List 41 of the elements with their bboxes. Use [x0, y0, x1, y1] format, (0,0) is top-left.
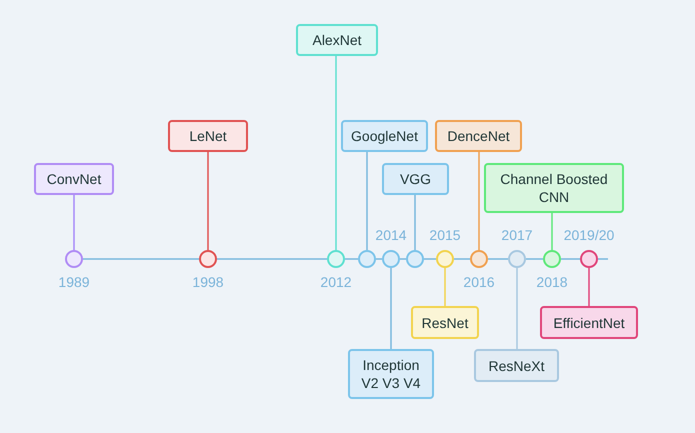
year-label: 1998 — [191, 273, 225, 291]
connector-line — [414, 195, 416, 250]
connector-line — [444, 268, 446, 306]
model-box: ConvNet — [34, 163, 114, 195]
connector-line — [478, 152, 480, 250]
model-box: GoogleNet — [341, 120, 428, 152]
timeline-segment — [83, 258, 199, 260]
model-box: EfficientNet — [540, 306, 638, 339]
timeline-segment — [217, 258, 327, 260]
model-box: DenceNet — [435, 120, 522, 152]
connector-line — [551, 213, 553, 250]
year-label: 2012 — [319, 273, 353, 291]
timeline-segment — [561, 258, 580, 260]
year-label: 2016 — [462, 273, 496, 291]
connector-line — [73, 195, 75, 250]
timeline-segment — [526, 258, 543, 260]
year-label: 2019/20 — [562, 226, 616, 244]
connector-line — [207, 152, 209, 250]
timeline-segment — [424, 258, 436, 260]
connector-line — [390, 268, 392, 349]
timeline-segment — [345, 258, 358, 260]
timeline-segment — [454, 258, 470, 260]
connector-line — [516, 268, 518, 349]
model-box: AlexNet — [296, 24, 378, 56]
connector-line — [335, 56, 337, 250]
year-label: 2017 — [500, 226, 534, 244]
connector-line — [588, 268, 590, 306]
model-box: ResNet — [411, 306, 479, 339]
timeline-segment — [400, 258, 406, 260]
model-box: Inception V2 V3 V4 — [348, 349, 434, 399]
year-label: 2015 — [428, 226, 462, 244]
year-label: 2018 — [535, 273, 569, 291]
model-box: Channel Boosted CNN — [484, 163, 624, 213]
connector-line — [366, 152, 368, 250]
year-label: 2014 — [374, 226, 408, 244]
model-box: VGG — [382, 163, 449, 195]
year-label: 1989 — [57, 273, 91, 291]
model-box: ResNeXt — [474, 349, 559, 382]
model-box: LeNet — [168, 120, 248, 152]
timeline-segment — [488, 258, 508, 260]
timeline-segment — [376, 258, 382, 260]
